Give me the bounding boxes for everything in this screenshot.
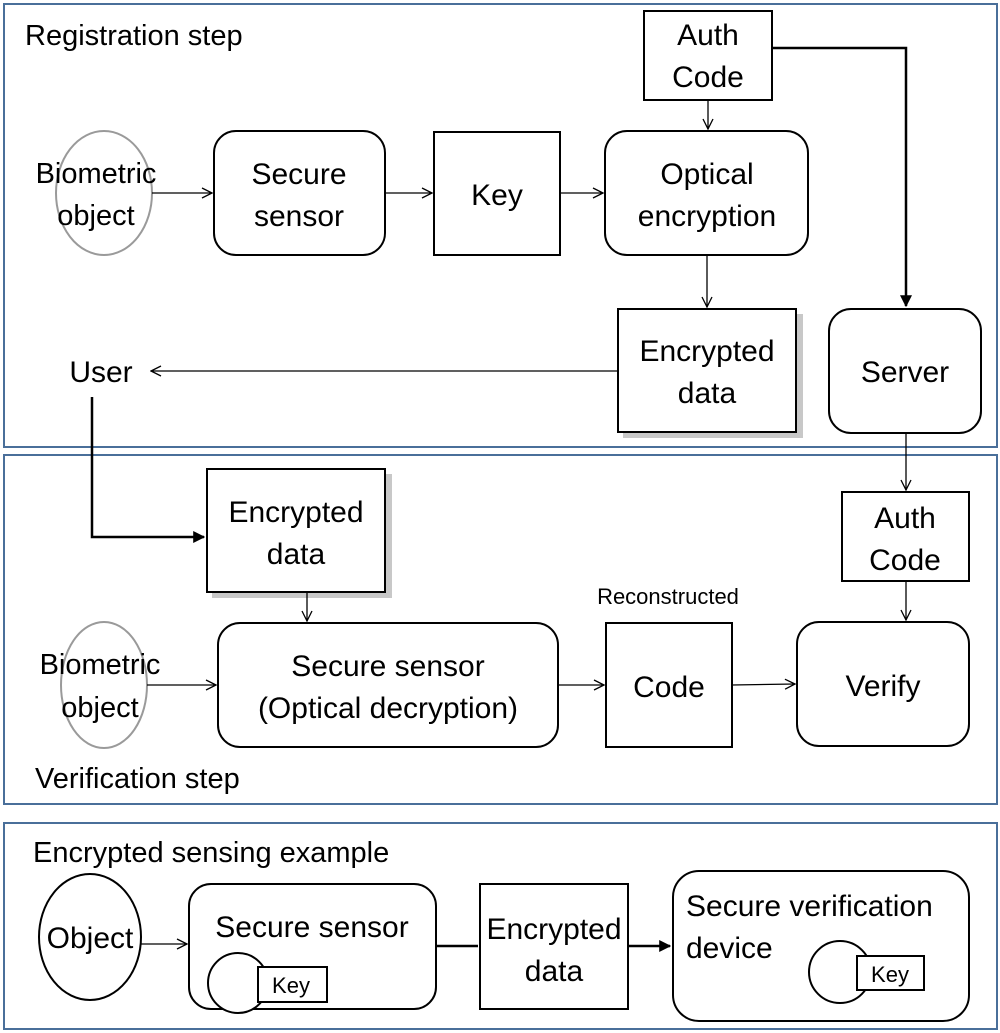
optical-encryption-box <box>604 130 809 256</box>
verification-title: Verification step <box>35 763 240 795</box>
reconstructed-label: Reconstructed <box>597 584 739 609</box>
encrypted-data-box <box>617 308 797 433</box>
server-box <box>828 308 982 434</box>
object-circle <box>38 873 142 1001</box>
verification-encrypted-data-label-1: Encrypted <box>228 496 363 529</box>
key-label: Key <box>471 179 523 212</box>
auth-code-label-1: Auth <box>677 19 739 52</box>
example-sensor-key-box <box>257 966 328 1003</box>
verification-auth-code-box <box>841 491 970 582</box>
verification-auth-code-label-2: Code <box>869 544 941 577</box>
verification-secure-sensor-label-1: Secure sensor <box>291 650 484 683</box>
device-key-label: Key <box>871 962 909 987</box>
arrow-code-to-verify <box>731 684 795 685</box>
verification-biometric-object-oval <box>60 621 148 749</box>
code-label: Code <box>633 671 705 704</box>
registration-title: Registration step <box>25 20 243 52</box>
verification-device-label-2: device <box>686 932 773 965</box>
auth-code-box <box>643 10 773 101</box>
verification-device-label-1: Secure verification <box>686 890 933 923</box>
verification-secure-sensor-label-2: (Optical decryption) <box>258 692 518 725</box>
arrow-authcode-to-server <box>772 46 912 308</box>
arrow-user-to-encrypted-data <box>90 397 206 543</box>
auth-code-label-2: Code <box>672 61 744 94</box>
secure-sensor-label-1: Secure <box>251 158 346 191</box>
encrypted-data-label-1: Encrypted <box>639 335 774 368</box>
verification-secure-sensor-box <box>217 622 559 748</box>
verification-panel <box>3 454 998 805</box>
verification-encrypted-data-box <box>206 468 386 593</box>
secure-sensor-box <box>213 130 386 256</box>
optical-encryption-label-1: Optical <box>660 158 753 191</box>
example-encrypted-data-box <box>479 883 629 1010</box>
optical-encryption-label-2: encryption <box>638 200 776 233</box>
biometric-object-label-1: Biometric <box>36 158 157 190</box>
example-panel <box>3 822 998 1030</box>
example-encrypted-data-label-2: data <box>525 955 584 988</box>
user-label: User <box>69 356 132 389</box>
key-box <box>433 131 561 256</box>
verification-biometric-object-label-2: object <box>61 692 138 724</box>
code-box <box>605 622 733 748</box>
example-secure-sensor-label: Secure sensor <box>215 911 408 944</box>
device-key-box <box>856 955 925 991</box>
example-encrypted-data-label-1: Encrypted <box>486 913 621 946</box>
verify-box <box>796 621 970 747</box>
verify-label: Verify <box>845 670 920 703</box>
registration-panel <box>3 3 998 448</box>
verification-biometric-object-label-1: Biometric <box>40 649 161 681</box>
verification-encrypted-data-label-2: data <box>267 538 326 571</box>
encrypted-data-label-2: data <box>678 377 737 410</box>
object-label: Object <box>47 922 134 955</box>
secure-sensor-label-2: sensor <box>254 200 344 233</box>
server-label: Server <box>861 356 949 389</box>
example-title: Encrypted sensing example <box>33 837 389 869</box>
example-sensor-key-label: Key <box>272 973 310 998</box>
biometric-object-label-2: object <box>57 200 134 232</box>
biometric-object-oval <box>55 130 153 256</box>
verification-auth-code-label-1: Auth <box>874 502 936 535</box>
